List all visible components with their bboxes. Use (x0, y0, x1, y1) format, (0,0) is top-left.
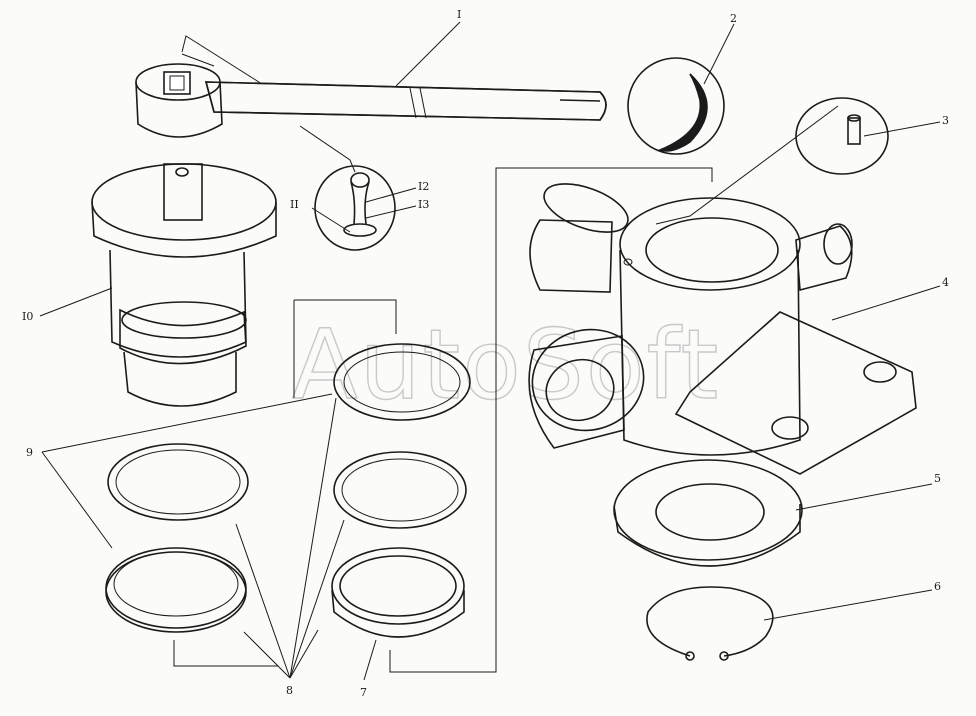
callout-8: 8 (286, 684, 293, 697)
leader-brackets (181, 35, 356, 173)
flat-washer (613, 459, 803, 567)
callout-6: 6 (934, 580, 941, 593)
puller-tool (91, 163, 277, 407)
rings-middle (331, 343, 471, 638)
callout-leaders (39, 21, 941, 681)
callout-2: 2 (730, 12, 737, 25)
wrench-handle (135, 63, 607, 138)
callout-13: I3 (418, 198, 429, 211)
steel-ball (627, 57, 725, 155)
rings-9 (105, 443, 249, 633)
callout-4: 4 (942, 276, 949, 289)
leader-brackets-bottom (173, 167, 713, 673)
valve-housing (528, 183, 917, 475)
circlip (646, 586, 774, 661)
detail-circle-pin (314, 165, 396, 251)
small-pin (795, 97, 889, 175)
callout-1: I (457, 8, 461, 21)
callout-3: 3 (942, 114, 949, 127)
callout-12: I2 (418, 180, 429, 193)
watermark-text: AutoSoft (292, 309, 720, 421)
callout-5: 5 (934, 472, 941, 485)
callout-7: 7 (360, 686, 367, 699)
callout-10: I0 (22, 310, 33, 323)
callout-9: 9 (26, 446, 33, 459)
callout-11: II (290, 198, 299, 211)
